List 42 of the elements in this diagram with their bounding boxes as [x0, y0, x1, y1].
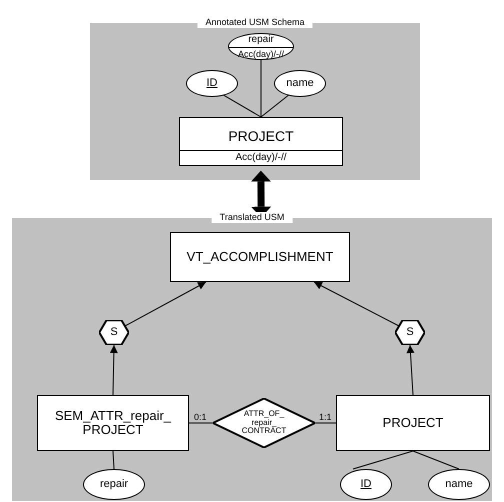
- key-attribute-ellipse: [186, 70, 238, 97]
- entity-name: SEM_ATTR_repair_ PROJECT: [54, 408, 172, 438]
- relationship-name: ATTR_OF_ repair_ CONTRACT: [240, 410, 288, 436]
- arrow: [406, 344, 414, 396]
- cardinality-label: 0:1: [194, 412, 207, 422]
- connector-line: [314, 422, 336, 424]
- annotation: Acc(day)/-//: [229, 46, 293, 60]
- arrow: [110, 344, 118, 396]
- attribute-name: name: [286, 77, 314, 90]
- connector-line: [260, 94, 290, 118]
- attribute-name: repair: [100, 478, 128, 491]
- attribute-name: name: [445, 478, 473, 491]
- entity-name: PROJECT: [228, 128, 294, 144]
- entity-box: [179, 117, 343, 166]
- subclass-hexagon: [99, 320, 129, 345]
- connector-line: [188, 422, 214, 424]
- entity-box: [170, 232, 350, 282]
- connector-line: [112, 450, 114, 470]
- key-attribute-ellipse: [340, 469, 392, 500]
- subclass-hexagon: [395, 320, 425, 345]
- connector-line: [412, 450, 460, 470]
- panel-title: Annotated USM Schema: [197, 17, 313, 28]
- connector-line: [260, 60, 262, 118]
- relationship-diamond: [213, 398, 315, 448]
- hexagon-label: S: [110, 326, 118, 339]
- entity-box: [37, 395, 189, 451]
- attribute-name: repair: [248, 32, 274, 46]
- entity-box: [336, 395, 490, 451]
- connector-line: [352, 450, 414, 470]
- hexagon-label: S: [406, 326, 414, 339]
- attribute-name: ID: [360, 478, 372, 491]
- entity-name: PROJECT: [382, 416, 444, 430]
- panel-title: Translated USM: [212, 212, 292, 223]
- attribute-name: ID: [206, 77, 218, 90]
- arrow: [124, 282, 206, 327]
- cardinality-label: 1:1: [319, 412, 332, 422]
- connector-line: [222, 94, 262, 118]
- attribute-ellipse: [274, 70, 326, 97]
- attribute-ellipse: [428, 469, 490, 500]
- entity-name: VT_ACCOMPLISHMENT: [186, 250, 334, 264]
- annotation: Acc(day)/-//: [180, 150, 342, 165]
- arrow: [314, 282, 400, 327]
